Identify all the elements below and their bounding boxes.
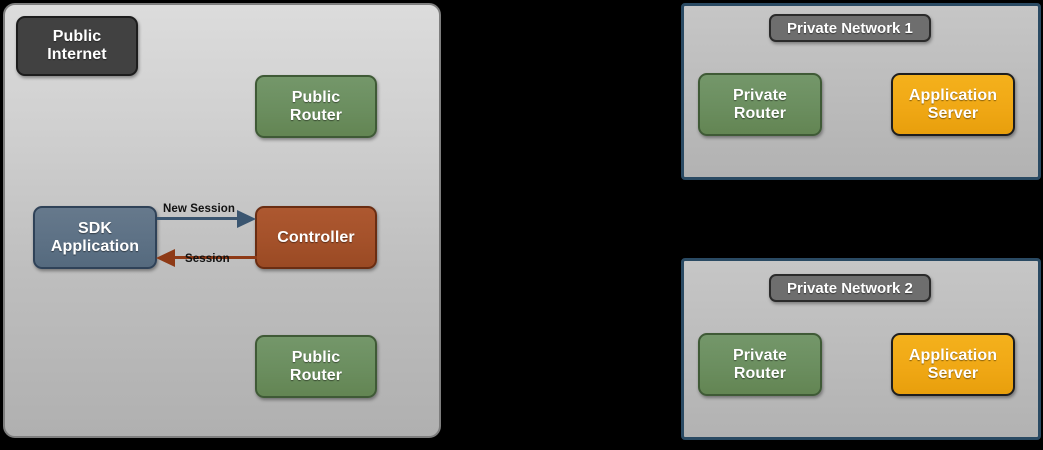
node-public-router-bottom-label: Public Router (289, 348, 343, 384)
node-application-server-2-label: Application Server (908, 346, 998, 382)
private-network-2-title: Private Network 2 (769, 274, 931, 302)
node-private-router-1-label: Private Router (732, 86, 788, 122)
node-public-router-bottom[interactable]: Public Router (255, 335, 377, 398)
connector-new-session-label: New Session (163, 203, 236, 215)
private-network-2-panel: Private Network 2 Private Router Applica… (681, 258, 1041, 440)
node-public-internet[interactable]: Public Internet (16, 16, 138, 76)
node-sdk-application-label: SDK Application (50, 219, 140, 255)
node-public-internet-label: Public Internet (47, 28, 107, 63)
node-controller[interactable]: Controller (255, 206, 377, 269)
node-sdk-application[interactable]: SDK Application (33, 206, 157, 269)
node-private-router-1[interactable]: Private Router (698, 73, 822, 136)
node-public-router-top-label: Public Router (289, 88, 343, 124)
public-internet-zone-panel: Public Internet Public Router SDK Applic… (3, 3, 441, 438)
connector-session-label: Session (185, 253, 230, 265)
node-private-router-2-label: Private Router (732, 346, 788, 382)
node-application-server-2[interactable]: Application Server (891, 333, 1015, 396)
node-public-router-top[interactable]: Public Router (255, 75, 377, 138)
private-network-1-panel: Private Network 1 Private Router Applica… (681, 3, 1041, 180)
arrow-left-icon (156, 249, 175, 267)
connector-session-line (175, 256, 257, 259)
arrow-right-icon (237, 210, 256, 228)
node-application-server-1-label: Application Server (908, 86, 998, 122)
node-controller-label: Controller (277, 228, 355, 246)
node-private-router-2[interactable]: Private Router (698, 333, 822, 396)
node-application-server-1[interactable]: Application Server (891, 73, 1015, 136)
private-network-1-title: Private Network 1 (769, 14, 931, 42)
connector-new-session-line (157, 217, 239, 220)
